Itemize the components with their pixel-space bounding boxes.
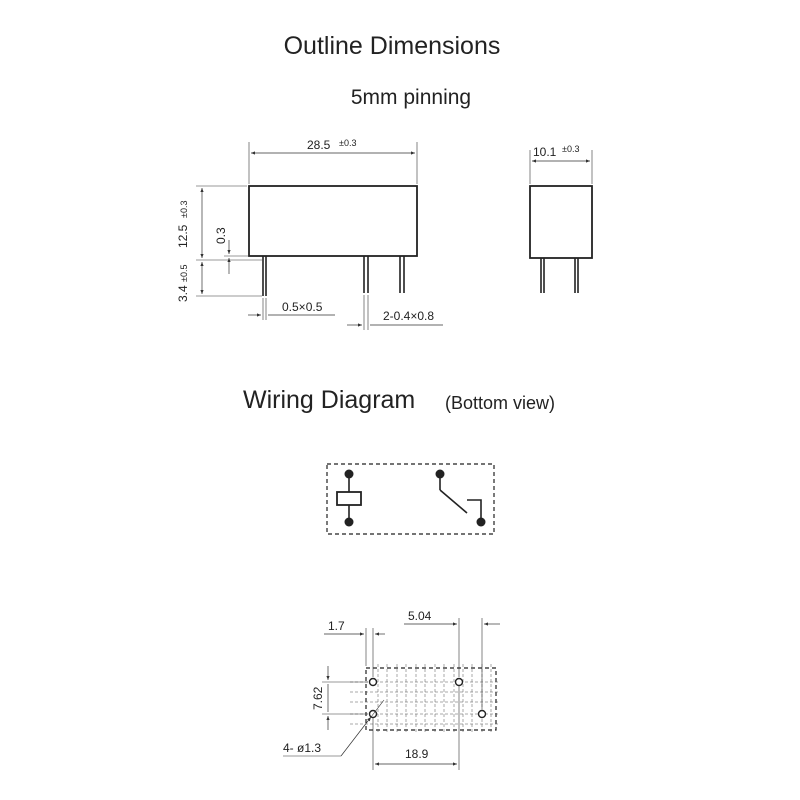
- switch-no-terminal: [476, 517, 486, 527]
- switch-common-terminal: [435, 469, 445, 479]
- pin-length-value: 3.4: [176, 285, 190, 302]
- pin-section-value: 0.5×0.5: [282, 300, 323, 314]
- dim-7-62: 7.62: [311, 686, 325, 710]
- pin-length-tolerance: ±0.5: [179, 265, 189, 282]
- pcb-grid: [350, 664, 500, 734]
- pin-section2-value: 2-0.4×0.8: [383, 309, 434, 323]
- side-view: 10.1 ±0.3: [529, 144, 593, 293]
- dim-1-7: 1.7: [328, 619, 345, 633]
- switch-no-contact: [467, 499, 482, 518]
- relay-body-side: [529, 185, 593, 259]
- coil-symbol: [336, 491, 362, 506]
- coil-terminal-top: [344, 469, 354, 479]
- width-tolerance: ±0.3: [562, 144, 579, 154]
- relay-body-front: [248, 185, 418, 257]
- outline-dimensions-title: Outline Dimensions: [284, 32, 501, 60]
- length-tolerance: ±0.3: [339, 138, 356, 148]
- hole-4: [477, 709, 487, 719]
- pcb-layout: 1.7 5.04 7.62 18.9 4- ø1.3: [283, 609, 500, 770]
- wiring-diagram-title: Wiring Diagram: [243, 386, 415, 414]
- pcb-outline: [365, 667, 497, 731]
- hole-1: [368, 677, 378, 687]
- height-tolerance: ±0.3: [179, 201, 189, 218]
- height-value: 12.5: [176, 224, 190, 248]
- dim-18-9: 18.9: [405, 747, 429, 761]
- width-value: 10.1: [533, 145, 557, 159]
- wiring-schematic: [326, 463, 495, 535]
- coil-terminal-bottom: [344, 517, 354, 527]
- hole-callout: 4- ø1.3: [283, 741, 321, 755]
- standoff-value: 0.3: [214, 227, 228, 244]
- dim-5-04: 5.04: [408, 609, 432, 623]
- pinning-subtitle: 5mm pinning: [351, 86, 471, 109]
- hole-3: [454, 677, 464, 687]
- bottom-view-note: (Bottom view): [445, 393, 555, 413]
- length-value: 28.5: [307, 138, 331, 152]
- switch-contact: [439, 489, 468, 514]
- front-view: 28.5 ±0.3 12.5 ±0.3 3.4 ±0.5 0.3 0.5×0.5…: [176, 138, 443, 330]
